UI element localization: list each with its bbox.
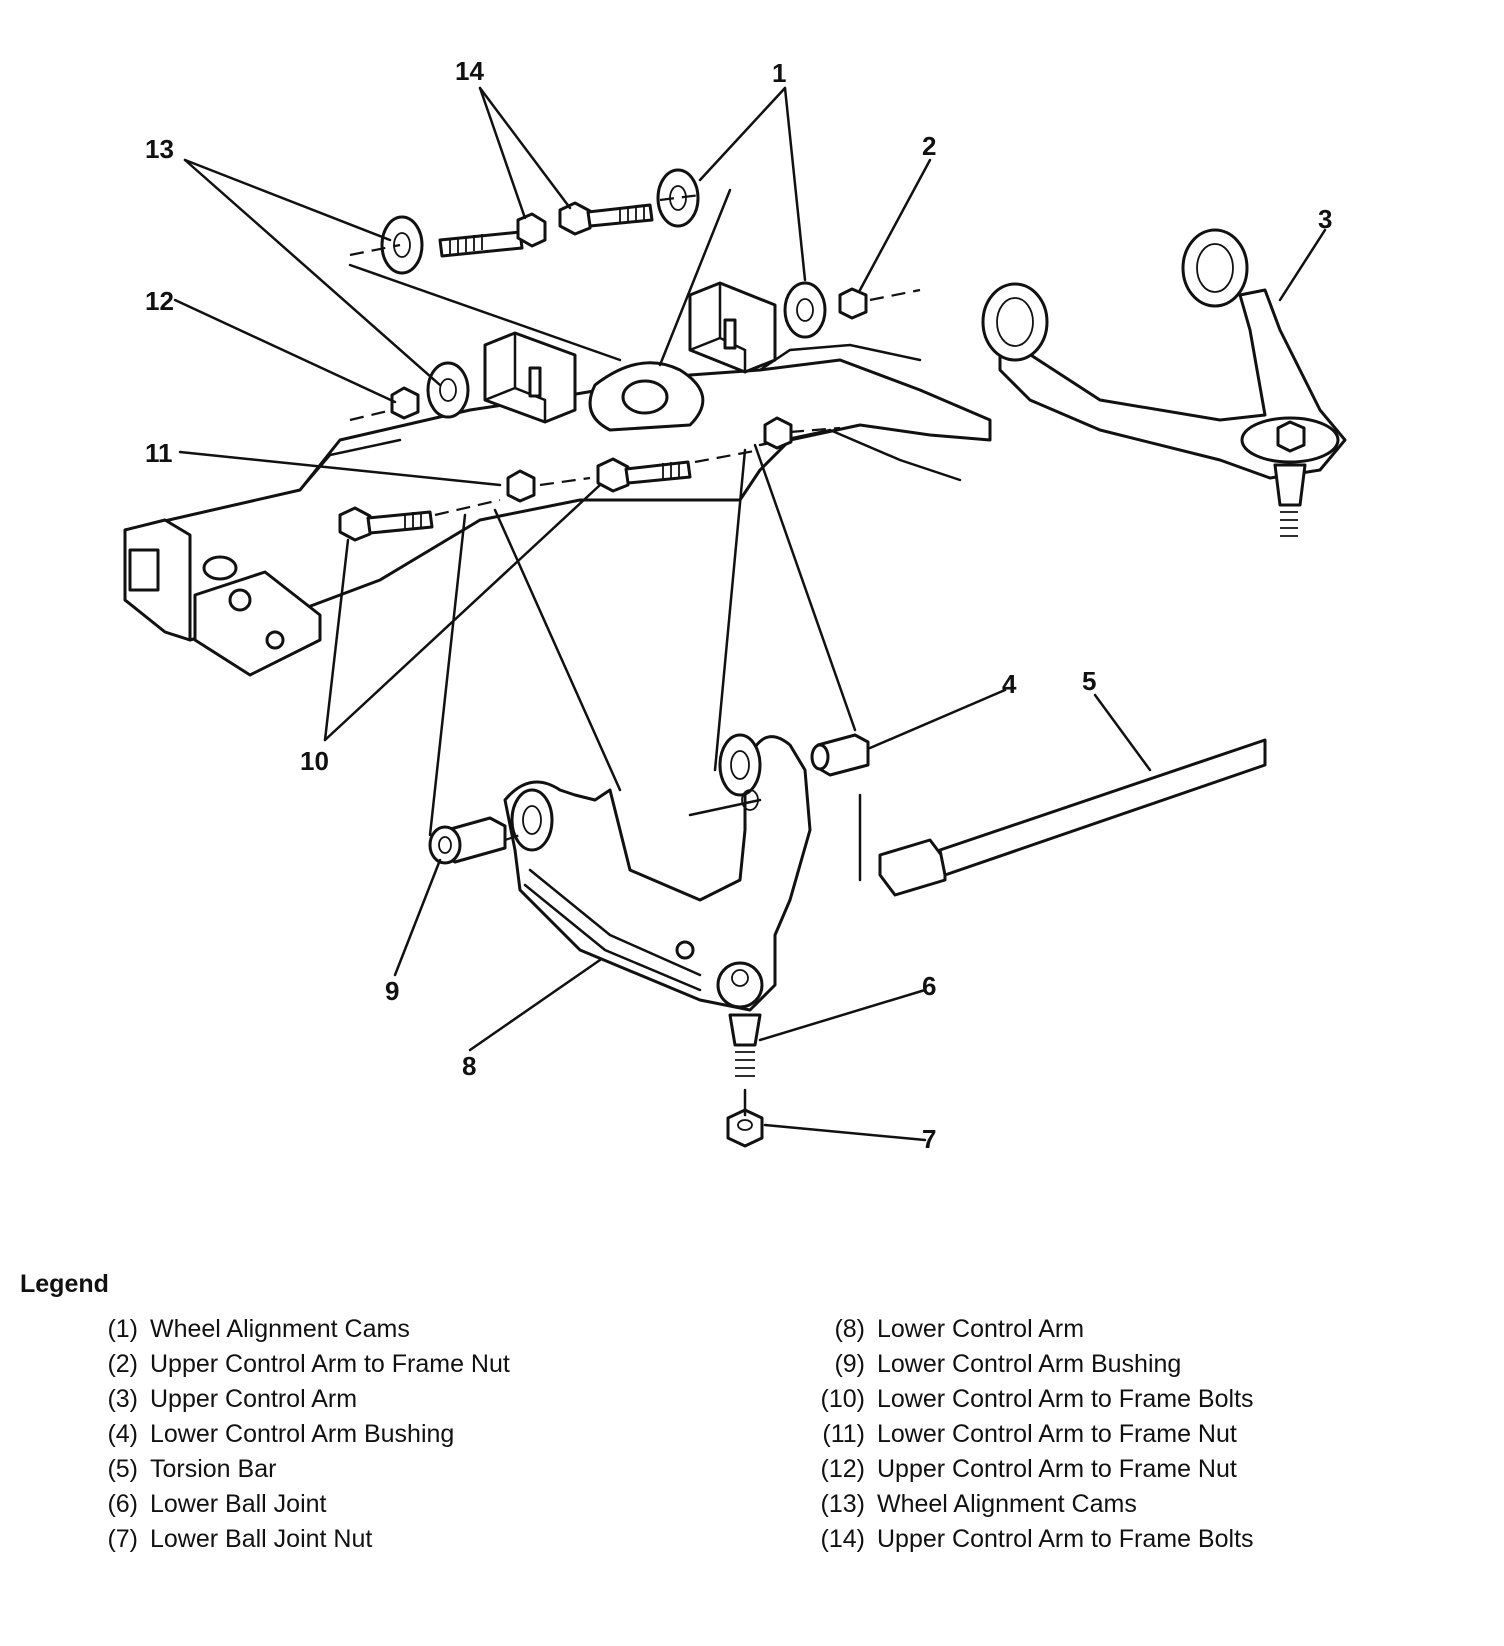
legend-label: Lower Control Arm Bushing (150, 1420, 455, 1448)
callout-14: 14 (455, 56, 484, 86)
upper-control-arm-bolt-rear (438, 212, 547, 258)
legend-item: (6) Lower Ball Joint (78, 1487, 510, 1522)
legend-label: Lower Ball Joint Nut (150, 1525, 373, 1553)
legend-item: (12) Upper Control Arm to Frame Nut (805, 1452, 1254, 1487)
callout-4: 4 (1002, 669, 1017, 699)
lower-control-arm-bolt-rear (338, 506, 434, 542)
legend-number: (14) (820, 1525, 865, 1553)
legend-item: (1) Wheel Alignment Cams (78, 1312, 510, 1347)
lower-control-arm-bushing-front (810, 733, 870, 777)
lower-control-arm-bushing-rear (428, 816, 507, 865)
callout-11: 11 (145, 438, 173, 468)
legend-number: (3) (107, 1385, 138, 1413)
upper-arm-bracket-front (688, 281, 777, 374)
callout-5: 5 (1082, 666, 1096, 696)
lower-control-arm-bolt-front (596, 457, 692, 493)
lower-control-arm-to-frame-nut-front (763, 416, 793, 450)
legend-label: Lower Control Arm (877, 1315, 1085, 1343)
legend-label: Upper Control Arm to Frame Nut (150, 1350, 510, 1378)
wheel-alignment-cam-front-lower (783, 281, 827, 339)
frame-ear (588, 361, 705, 432)
legend-label: Wheel Alignment Cams (150, 1315, 410, 1343)
legend-number: (5) (107, 1455, 138, 1483)
legend-item: (8) Lower Control Arm (805, 1312, 1254, 1347)
diagram-drawing: 1 2 3 4 5 6 7 8 9 10 11 12 13 14 (123, 56, 1347, 1154)
upper-arm-bracket-rear (483, 331, 577, 424)
legend-item: (10) Lower Control Arm to Frame Bolts (805, 1382, 1254, 1417)
legend-item: (4) Lower Control Arm Bushing (78, 1417, 510, 1452)
legend-label: Lower Control Arm to Frame Nut (877, 1420, 1237, 1448)
callout-6: 6 (922, 971, 936, 1001)
upper-control-arm (981, 228, 1347, 537)
wheel-alignment-cam-upper (380, 215, 424, 275)
legend-label: Lower Control Arm to Frame Bolts (877, 1385, 1254, 1413)
wheel-alignment-cam-lower (426, 361, 470, 419)
legend-item: (9) Lower Control Arm Bushing (805, 1347, 1254, 1382)
legend-title: Legend (20, 1270, 109, 1298)
legend-item: (2) Upper Control Arm to Frame Nut (78, 1347, 510, 1382)
wheel-alignment-cam-front-upper (656, 168, 700, 228)
callout-2: 2 (922, 131, 936, 161)
callout-7: 7 (922, 1124, 936, 1154)
legend-label: Torsion Bar (150, 1455, 277, 1483)
exploded-suspension-diagram: 1 2 3 4 5 6 7 8 9 10 11 12 13 14 (123, 56, 1347, 1154)
legend-item: (13) Wheel Alignment Cams (805, 1487, 1254, 1522)
legend-number: (10) (820, 1385, 865, 1413)
legend-number: (4) (107, 1420, 138, 1448)
callout-labels: 1 2 3 4 5 6 7 8 9 10 11 12 13 14 (145, 56, 1332, 1154)
legend-number: (13) (820, 1490, 865, 1518)
callout-8: 8 (462, 1051, 476, 1081)
leader-lines (173, 86, 1327, 1142)
legend-item: (11) Lower Control Arm to Frame Nut (805, 1417, 1254, 1452)
callout-12: 12 (145, 286, 174, 316)
legend-number: (2) (107, 1350, 138, 1378)
legend-number: (1) (107, 1315, 138, 1343)
legend-number: (8) (834, 1315, 865, 1343)
legend-label: Wheel Alignment Cams (877, 1490, 1137, 1518)
legend-item: (5) Torsion Bar (78, 1452, 510, 1487)
legend-number: (12) (820, 1455, 865, 1483)
upper-control-arm-to-frame-nut-front (838, 287, 868, 320)
lower-control-arm-to-frame-nut (506, 469, 536, 503)
legend-label: Upper Control Arm to Frame Nut (877, 1455, 1237, 1483)
lower-ball-joint (728, 1013, 762, 1077)
legend-right-column: (8) Lower Control Arm (9) Lower Control Ar… (805, 1312, 1254, 1557)
lower-control-arm (503, 733, 812, 1012)
callout-10: 10 (300, 746, 329, 776)
legend-label: Lower Ball Joint (150, 1490, 327, 1518)
upper-control-arm-bolt-front (558, 201, 654, 236)
legend-number: (6) (107, 1490, 138, 1518)
assembly-alignment-lines (348, 188, 921, 1117)
legend-item: (7) Lower Ball Joint Nut (78, 1522, 510, 1557)
legend-number: (9) (834, 1350, 865, 1378)
legend-label: Upper Control Arm (150, 1385, 358, 1413)
callout-9: 9 (385, 976, 399, 1006)
legend-label: Upper Control Arm to Frame Bolts (877, 1525, 1254, 1553)
legend-number: (11) (822, 1420, 865, 1448)
legend-item: (3) Upper Control Arm (78, 1382, 510, 1417)
legend-left-column: (1) Wheel Alignment Cams (2) Upper Control… (78, 1312, 510, 1557)
legend-label: Lower Control Arm Bushing (877, 1350, 1182, 1378)
upper-control-arm-to-frame-nut-rear (390, 386, 420, 420)
callout-13: 13 (145, 134, 174, 164)
callout-3: 3 (1318, 204, 1332, 234)
torsion-bar (858, 738, 1267, 897)
legend-number: (7) (107, 1525, 138, 1553)
legend-item: (14) Upper Control Arm to Frame Bolts (805, 1522, 1254, 1557)
callout-1: 1 (772, 58, 786, 88)
